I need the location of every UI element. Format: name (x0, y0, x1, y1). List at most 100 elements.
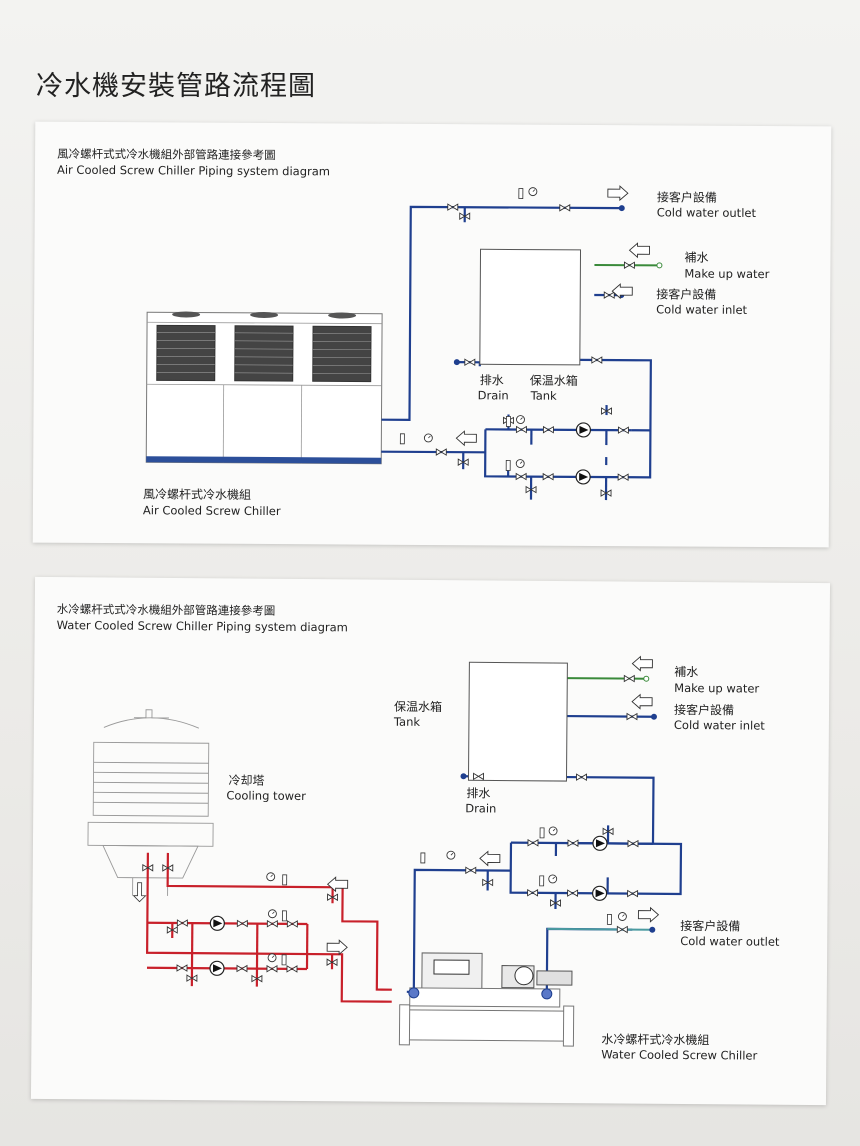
valve-icon (616, 926, 628, 933)
pressure-gauge-icon (617, 912, 627, 921)
air-makeup-label-en: Make up water (684, 266, 770, 282)
pressure-gauge-icon (548, 826, 558, 836)
air-chiller-label-en: Air Cooled Screw Chiller (142, 503, 281, 519)
valve-icon (447, 203, 459, 211)
valve-icon (623, 261, 635, 269)
valve-icon (567, 839, 579, 847)
pressure-gauge-icon (423, 433, 433, 443)
water-header-en: Water Cooled Screw Chiller Piping system… (56, 618, 348, 635)
pressure-gauge-icon (267, 953, 277, 963)
pump-icon (591, 885, 608, 901)
chilled-water-piping (381, 205, 652, 501)
page-title: 冷水機安裝管路流程圖 (36, 71, 316, 102)
valve-icon (515, 426, 527, 434)
valve-icon (603, 291, 615, 299)
air-header-en: Air Cooled Screw Chiller Piping system d… (56, 162, 331, 179)
arrow-left-icon (629, 242, 651, 258)
valve-icon (527, 889, 539, 897)
makeup-connection-dot (643, 675, 650, 682)
thermometer-icon (282, 874, 288, 886)
water-makeup-label-en: Make up water (674, 680, 760, 696)
valve-icon (617, 426, 629, 434)
pump-icon (209, 960, 225, 976)
water-cooled-diagram-card: 水冷螺杆式式冷水機組外部管路連接參考圖 Water Cooled Screw C… (30, 576, 831, 1106)
air-makeup-label-cn: 補水 (684, 250, 709, 265)
water-drain-label-cn: 排水 (466, 786, 491, 801)
pump-icon (575, 469, 591, 485)
pressure-gauge-icon (266, 872, 276, 882)
valve-icon (567, 889, 579, 897)
valve-icon (515, 473, 527, 481)
air-chiller-label-cn: 風冷螺杆式冷水機組 (142, 487, 252, 502)
arrow-left-icon (631, 694, 653, 710)
pressure-gauge-icon (528, 187, 538, 197)
water-chiller-label-cn: 水冷螺杆式冷水機組 (601, 1032, 710, 1048)
valve-icon (266, 920, 278, 928)
pressure-gauge-icon (267, 909, 277, 919)
air-cooled-piping-svg (145, 185, 663, 501)
valve-icon (465, 866, 477, 874)
valve-icon (627, 840, 639, 848)
arrow-left-icon (455, 430, 477, 446)
valve-icon (176, 964, 188, 972)
pressure-gauge-icon (515, 459, 525, 469)
air-cooled-diagram-card: 風冷螺杆式式冷水機組外部管路連接參考圖 Air Cooled Screw Chi… (32, 121, 832, 548)
pressure-gauge-icon (516, 415, 525, 425)
valve-icon (236, 920, 248, 928)
water-inlet-label-en: Cold water inlet (673, 717, 765, 733)
arrow-right-icon (326, 939, 348, 955)
air-drain-label-en: Drain (477, 388, 509, 403)
arrow-right-icon (637, 907, 659, 923)
water-tower-label-cn: 冷却塔 (228, 773, 265, 788)
valve-icon (623, 675, 635, 683)
insulated-tank (467, 661, 568, 782)
water-header-cn: 水冷螺杆式式冷水機組外部管路連接參考圖 (56, 602, 276, 618)
thermometer-icon (505, 460, 511, 471)
air-outlet-label-en: Cold water outlet (656, 205, 757, 220)
valve-icon (236, 965, 248, 973)
water-outlet-label-cn: 接客户設備 (680, 918, 741, 934)
drain-connection-dot (453, 359, 460, 366)
air-header-cn: 風冷螺杆式式冷水機組外部管路連接參考圖 (57, 146, 276, 163)
valve-icon (286, 920, 298, 928)
valve-icon (576, 773, 587, 781)
pressure-gauge-icon (548, 874, 558, 884)
thermometer-icon (606, 913, 612, 925)
air-inlet-label-cn: 接客户設備 (656, 287, 717, 302)
chilled-outlet-pipe (547, 927, 653, 931)
pump-icon (575, 422, 592, 438)
arrow-left-icon (479, 850, 501, 866)
makeup-connection-dot (656, 262, 663, 269)
valve-icon (617, 473, 629, 481)
arrow-left-icon (327, 876, 349, 892)
air-inlet-label-en: Cold water inlet (656, 302, 748, 317)
condenser-water-piping (146, 852, 392, 1003)
water-outlet-label-en: Cold water outlet (680, 933, 780, 949)
cooling-tower (87, 709, 214, 896)
air-tank-label-cn: 保温水箱 (529, 373, 578, 388)
air-drain-label-cn: 排水 (479, 373, 504, 388)
valve-icon (266, 965, 278, 973)
air-outlet-label-cn: 接客户設備 (656, 190, 717, 205)
valve-icon (591, 356, 603, 364)
water-chiller-label-en: Water Cooled Screw Chiller (601, 1047, 758, 1063)
thermometer-icon (281, 954, 287, 966)
valve-icon (527, 839, 539, 847)
water-makeup-label-cn: 補水 (674, 664, 699, 680)
thermometer-icon (539, 875, 545, 887)
valve-icon (627, 890, 639, 898)
arrow-left-icon (631, 656, 653, 672)
arrow-right-icon (607, 185, 629, 201)
drain-connection-dot (460, 773, 467, 780)
water-tank-label-cn: 保温水箱 (393, 699, 443, 715)
water-tank-label-en: Tank (393, 714, 421, 729)
thermometer-icon (420, 852, 426, 864)
water-cooled-chiller-unit (398, 952, 575, 1047)
thermometer-icon (506, 416, 511, 427)
inlet-connection-dot (650, 713, 657, 720)
valve-icon (435, 448, 447, 456)
valve-icon (286, 965, 298, 973)
arrow-down-icon (132, 882, 147, 903)
water-cooled-piping-svg (87, 656, 683, 1047)
water-tower-label-en: Cooling tower (226, 788, 306, 804)
